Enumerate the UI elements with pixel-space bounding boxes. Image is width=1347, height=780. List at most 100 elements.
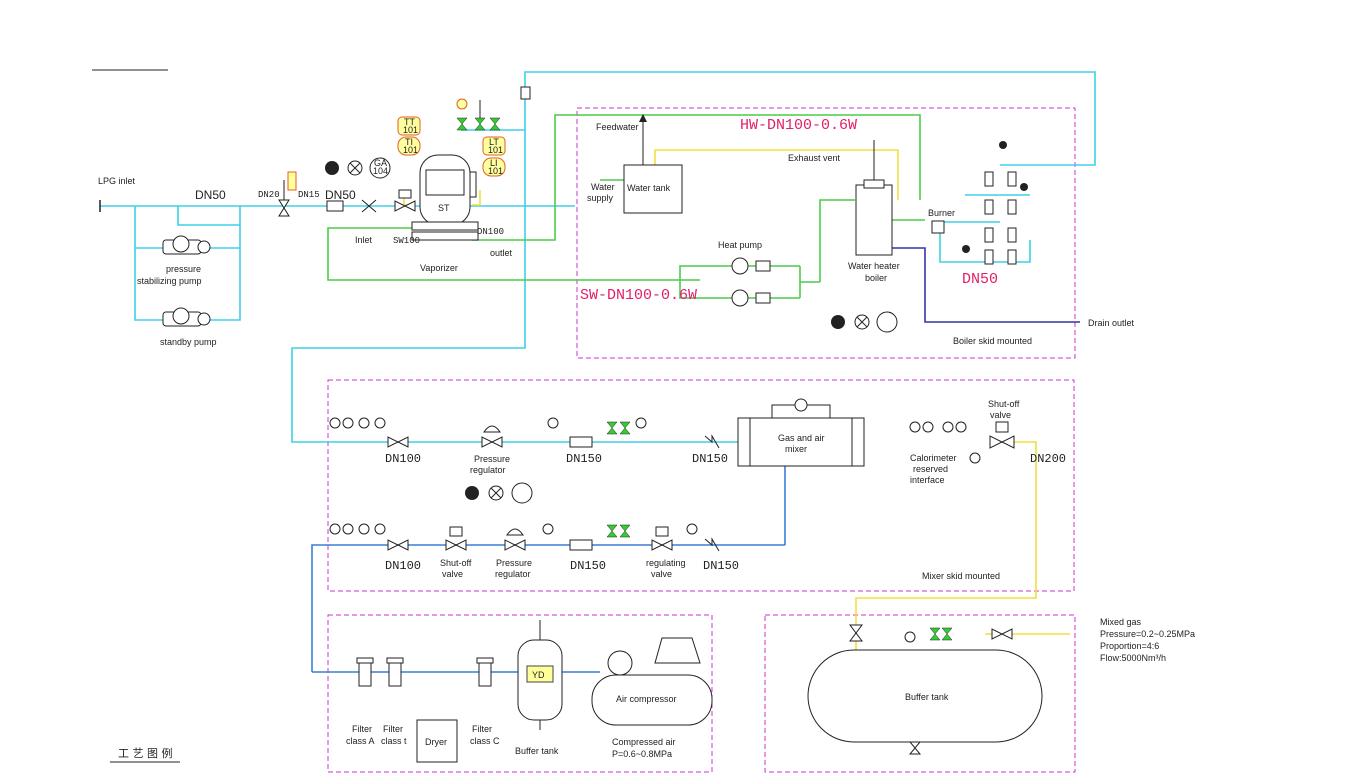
shutoff-valve-bottom[interactable] — [445, 526, 467, 551]
dn150-d-label: DN150 — [703, 559, 739, 573]
pi-top-1 — [547, 417, 559, 429]
calorimeter-label-1: Calorimeter — [910, 453, 957, 463]
mixer-label-2: mixer — [785, 444, 807, 454]
filter-class-a[interactable] — [356, 657, 374, 687]
filter-b-label-2: class t — [381, 736, 407, 746]
top-row-valve-1[interactable] — [387, 436, 409, 448]
check-valve-bottom[interactable] — [704, 537, 720, 552]
feedwater-arrowhead — [639, 114, 647, 122]
mixed-gas-label-4: Flow:5000Nm³/h — [1100, 653, 1166, 663]
top-right-instruments — [909, 421, 981, 464]
mixer-skid-label: Mixer skid mounted — [922, 571, 1000, 581]
water-tank[interactable] — [623, 164, 683, 214]
heat-pump-label: Heat pump — [718, 240, 762, 250]
lpg-inlet-label: LPG inlet — [98, 176, 136, 186]
shutoff-label-2: valve — [442, 569, 463, 579]
dn50-a-label: DN50 — [195, 188, 226, 202]
inlet-label: Inlet — [355, 235, 373, 245]
air-compressor[interactable] — [591, 637, 713, 726]
bottom-row-valve-1[interactable] — [387, 539, 409, 551]
dn50-b-label: DN50 — [325, 188, 356, 202]
regulating-valve[interactable] — [651, 523, 698, 551]
svg-text:101: 101 — [403, 145, 418, 155]
heat-pump-1[interactable] — [731, 257, 771, 275]
filter-a-label-1: Filter — [352, 724, 372, 734]
lt-101-tag: LT 101 — [482, 136, 506, 156]
svg-text:TI: TI — [405, 137, 413, 147]
hot-water-pipes — [327, 114, 925, 299]
boiler-skid-label: Boiler skid mounted — [953, 336, 1032, 346]
flowmeter-bottom[interactable] — [569, 539, 593, 551]
dn100-b-label: DN100 — [385, 559, 421, 573]
reg-valve-label-2: valve — [651, 569, 672, 579]
hw-line-label: HW-DN100-0.6W — [740, 117, 857, 134]
dryer[interactable] — [416, 719, 458, 763]
flowmeter-top[interactable] — [569, 436, 593, 448]
bottom-row-instruments — [329, 523, 386, 535]
feedwater-label: Feedwater — [596, 122, 639, 132]
buffer-tank-big[interactable] — [807, 649, 1043, 743]
filter-class-b[interactable] — [386, 657, 404, 687]
standby-pump[interactable] — [162, 307, 211, 327]
svg-text:LT: LT — [489, 137, 499, 147]
y-strainer[interactable] — [361, 199, 377, 213]
top-valve-cluster[interactable] — [456, 86, 531, 131]
water-supply-label-1: Water — [591, 182, 615, 192]
svg-text:GA: GA — [374, 158, 387, 168]
standby-pump-label: standby pump — [160, 337, 217, 347]
gas-valve-manifold[interactable] — [962, 141, 1028, 265]
dn15-label: DN15 — [298, 190, 320, 200]
pump-label-1: pressure — [166, 264, 201, 274]
dryer-label: Dryer — [425, 737, 447, 747]
gas-alarm-boiler — [831, 311, 898, 333]
bottom-valve-green-1[interactable] — [606, 524, 631, 538]
dn150-b-label: DN150 — [692, 452, 728, 466]
buffer-tank-small-label: Buffer tank — [515, 746, 559, 756]
pump-label-2: stabilizing pump — [137, 276, 202, 286]
buffer-top-fittings[interactable] — [849, 624, 1013, 755]
check-valve-top[interactable] — [704, 434, 720, 449]
air-compressor-label: Air compressor — [616, 694, 677, 704]
dn150-a-label: DN150 — [566, 452, 602, 466]
compressor-skid-box — [327, 614, 713, 773]
svg-text:101: 101 — [488, 166, 503, 176]
dn100-a-label: DN100 — [385, 452, 421, 466]
water-supply-label-2: supply — [587, 193, 614, 203]
filter-class-c[interactable] — [476, 657, 494, 687]
shutoff-valve-top[interactable] — [989, 421, 1015, 449]
dn200-label: DN200 — [1030, 452, 1066, 466]
vaporizer[interactable] — [411, 154, 479, 241]
dn20-label: DN20 — [258, 190, 280, 200]
reg-valve-label-1: regulating — [646, 558, 686, 568]
gas-air-mixer[interactable] — [737, 398, 865, 467]
svg-text:101: 101 — [488, 145, 503, 155]
svg-text:101: 101 — [403, 125, 418, 135]
heat-pump-2[interactable] — [731, 289, 771, 307]
mixed-gas-label-3: Proportion=4:6 — [1100, 641, 1159, 651]
sw-line-label: SW-DN100-0.6W — [580, 287, 697, 304]
top-valve-green-1[interactable] — [606, 417, 647, 435]
filter-b-label-1: Filter — [383, 724, 403, 734]
pressure-stabilizing-pump[interactable] — [162, 235, 211, 255]
mixer-skid-box — [327, 379, 1075, 592]
pressure-regulator-bottom[interactable] — [504, 528, 526, 551]
strainer[interactable] — [326, 200, 344, 212]
water-heater-boiler[interactable] — [855, 140, 893, 256]
pressure-regulator-top[interactable] — [481, 425, 503, 448]
small-tag — [287, 171, 297, 191]
ti-101-tag: TI 101 — [397, 136, 421, 156]
burner-label: Burner — [928, 208, 955, 218]
boiler-label-1: Water heater — [848, 261, 900, 271]
relief-valve[interactable] — [278, 180, 290, 217]
gas-alarm-mixer — [465, 482, 533, 504]
burner[interactable] — [931, 220, 945, 234]
filter-a-label-2: class A — [346, 736, 375, 746]
filter-c-label-1: Filter — [472, 724, 492, 734]
shutoff-top-label-2: valve — [990, 410, 1011, 420]
buffer-tank-small[interactable] — [517, 620, 563, 730]
calorimeter-label-3: interface — [910, 475, 945, 485]
st-tag: ST — [438, 203, 450, 213]
control-valve-top[interactable] — [394, 189, 416, 212]
boiler-label-2: boiler — [865, 273, 887, 283]
